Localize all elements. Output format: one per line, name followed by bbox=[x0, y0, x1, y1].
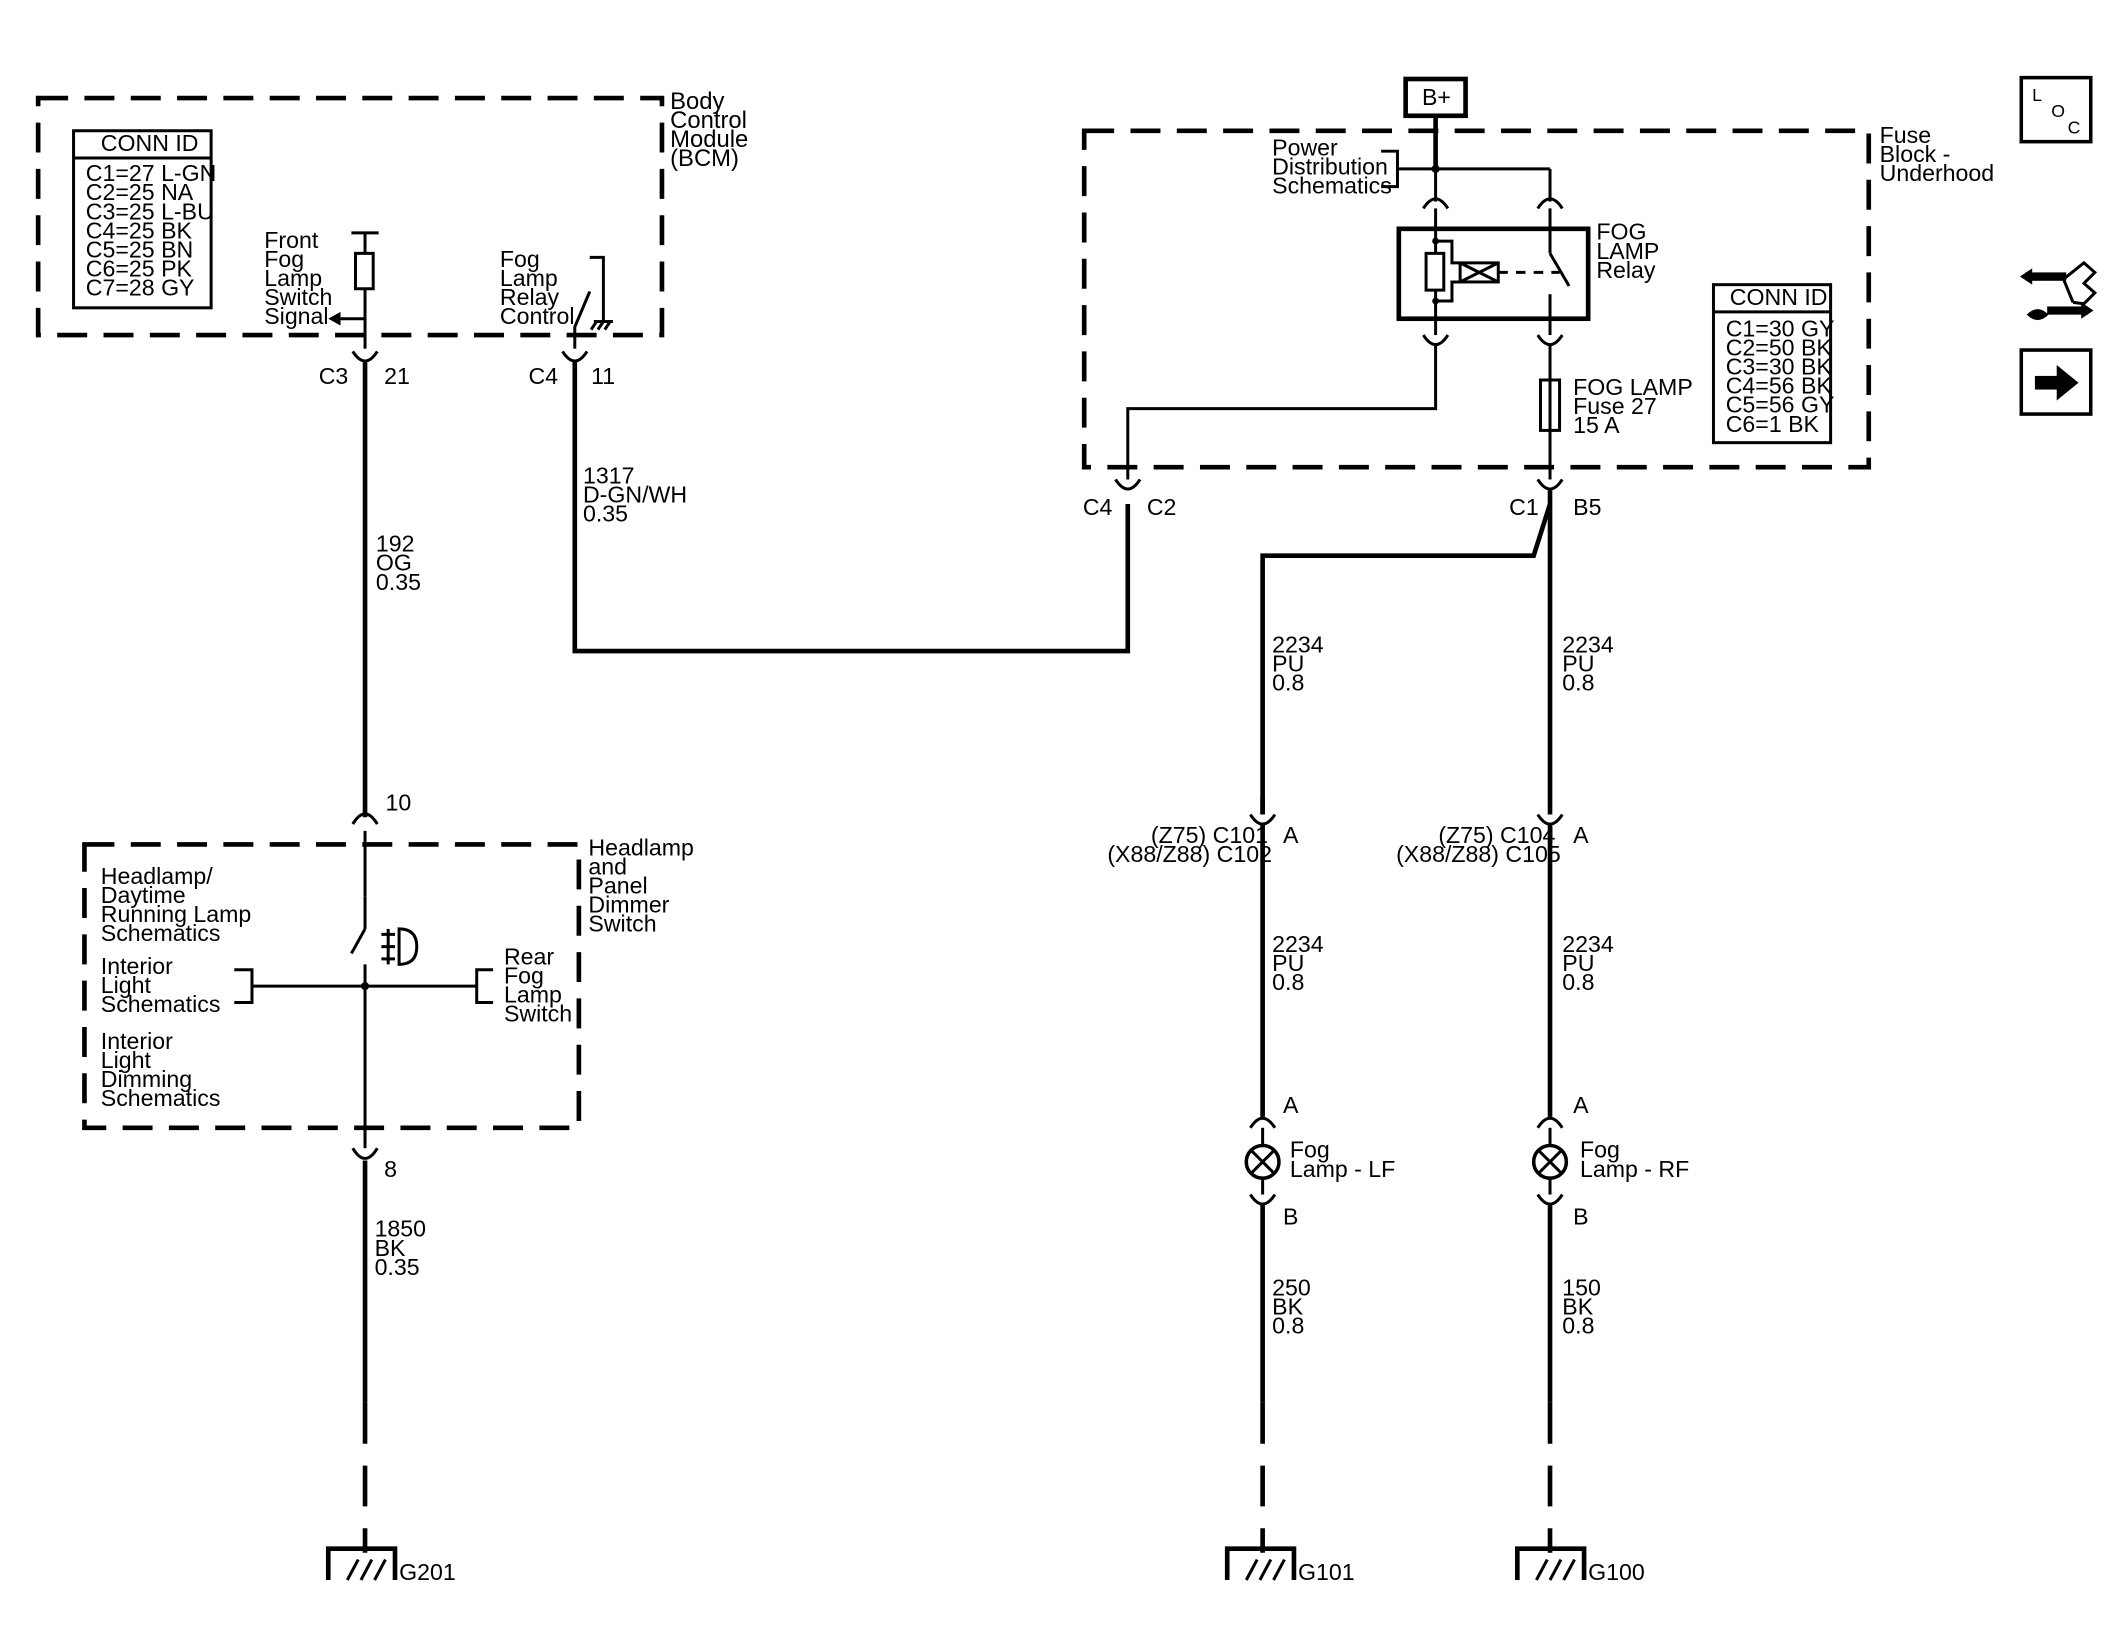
fog-lamp-relay-label: FOG LAMP Relay bbox=[1596, 219, 1665, 283]
switch-pin-8: 8 bbox=[384, 1156, 397, 1182]
svg-text:Front Fog Lamp: Front Fog Lamp Switch Signal bbox=[264, 227, 339, 329]
fuse-block-conn-id-table: CONN ID C1=30 GY C2=50 BK C3=30 BK C4=56… bbox=[1711, 283, 1841, 445]
fog-lamp-lf-bulb-icon bbox=[1244, 1143, 1281, 1180]
svg-text:C1=30 GY C2=50 BK: C1=30 GY C2=50 BK C3=30 BK C4=56 BK C5=5… bbox=[1726, 315, 1841, 436]
lf-connector-label-1: (Z75) C101 bbox=[1151, 822, 1268, 848]
ref-interior-light-schematics: Interior Light Schematics bbox=[101, 953, 221, 1017]
wire-250-label: 250 BK 0.8 bbox=[1272, 1274, 1317, 1338]
headlamp-panel-dimmer-switch: Headlamp and Panel Dimmer Switch Headlam… bbox=[82, 830, 700, 1182]
ground-symbol-g201 bbox=[325, 1546, 398, 1581]
lf-lamp-pin-b: B bbox=[1283, 1203, 1298, 1229]
lf-connector-pin-a: A bbox=[1283, 822, 1299, 848]
ref-interior-dimming-schematics: Interior Light Dimming Schematics bbox=[101, 1028, 221, 1111]
ground-g201-label: G201 bbox=[399, 1559, 456, 1585]
svg-text:C1=27 L-GN C2=25 NA: C1=27 L-GN C2=25 NA C3=25 L-BU C4=25 BK … bbox=[86, 160, 223, 300]
component-locator-icon[interactable] bbox=[2019, 260, 2098, 321]
ref-headlamp-schematics: Headlamp/ Daytime Running Lamp Schematic… bbox=[101, 863, 258, 946]
wire-2234-right-lower: 2234 PU 0.8 bbox=[1562, 931, 1620, 995]
svg-text:O: O bbox=[2051, 101, 2065, 121]
bcm-conn-id-table: CONN ID C1=27 L-GN C2=25 NA C3=25 L-BU C… bbox=[72, 129, 223, 310]
fuse-block-title: Fuse Block - Underhood bbox=[1880, 122, 1995, 186]
svg-text:CONN ID: CONN ID bbox=[101, 130, 199, 156]
svg-text:C: C bbox=[2068, 117, 2081, 137]
bcm-pin-21: 21 bbox=[384, 363, 410, 389]
wire-2234-left-lower: 2234 PU 0.8 bbox=[1272, 931, 1330, 995]
svg-text:CONN ID: CONN ID bbox=[1730, 284, 1828, 310]
arrow-right-icon[interactable] bbox=[2019, 348, 2093, 416]
switch-signal-circuit: 192 OG 0.35 10 bbox=[351, 362, 421, 825]
fog-lamp-fuse-27: FOG LAMP Fuse 27 15 A bbox=[1538, 374, 1699, 438]
fog-lamp-relay: FOG LAMP Relay bbox=[1396, 208, 1665, 336]
fog-lamp-rf-bulb-icon bbox=[1531, 1143, 1569, 1180]
rf-connector-label-2: (X88/Z88) C105 bbox=[1396, 841, 1561, 867]
fuse-block-pin-c4: C4 bbox=[1083, 494, 1113, 520]
fog-lamp-lf-branch: (Z75) C101 (X88/Z88) C102 A 2234 PU 0.8 … bbox=[1107, 796, 1395, 1585]
bcm-title: Body Control Module (BCM) bbox=[670, 88, 755, 172]
ground-g101-label: G101 bbox=[1298, 1559, 1355, 1585]
battery-positive-box: B+ bbox=[1403, 76, 1468, 119]
front-fog-switch-signal: Front Fog Lamp Switch Signal bbox=[264, 227, 379, 349]
fuse-block-underhood: Fuse Block - Underhood B+ Power Distribu… bbox=[1081, 76, 1995, 520]
lf-connector-label-2: (X88/Z88) C102 bbox=[1107, 841, 1272, 867]
bcm-pin-c3: C3 bbox=[319, 363, 349, 389]
bcm-pin-c4: C4 bbox=[528, 363, 558, 389]
svg-text:L: L bbox=[2032, 85, 2042, 105]
wire-1317-label: 1317 D-GN/WH 0.35 bbox=[583, 463, 694, 527]
rear-fog-lamp-switch-ref: Rear Fog Lamp Switch bbox=[504, 943, 572, 1026]
bcm-pin-11: 11 bbox=[591, 363, 615, 389]
relay-control-circuit-1317: 1317 D-GN/WH 0.35 bbox=[572, 362, 1131, 654]
rf-connector-pin-a: A bbox=[1573, 822, 1589, 848]
rf-lamp-pin-a: A bbox=[1573, 1092, 1589, 1118]
fuse-block-pin-c2: C2 bbox=[1147, 494, 1177, 520]
wire-1850-label: 1850 BK 0.35 bbox=[375, 1216, 433, 1280]
power-distribution-ref: Power Distribution Schematics bbox=[1272, 134, 1394, 198]
fog-lamp-rf-label: Fog Lamp - RF bbox=[1580, 1137, 1689, 1182]
wire-192-label: 192 OG 0.35 bbox=[376, 531, 421, 595]
switch-title: Headlamp and Panel Dimmer Switch bbox=[588, 834, 700, 936]
rf-connector-label-1: (Z75) C104 bbox=[1438, 822, 1555, 848]
fuse-block-pin-b5: B5 bbox=[1573, 494, 1601, 520]
lf-lamp-pin-a: A bbox=[1283, 1092, 1299, 1118]
wire-2234-right-upper: 2234 PU 0.8 bbox=[1562, 631, 1620, 695]
ground-symbol-g100 bbox=[1515, 1546, 1587, 1581]
svg-text:B+: B+ bbox=[1422, 84, 1451, 110]
fog-lamp-relay-control: Fog Lamp Relay Control bbox=[500, 246, 613, 349]
fog-lamp-rf-branch: (Z75) C104 (X88/Z88) C105 A 2234 PU 0.8 … bbox=[1396, 813, 1689, 1585]
rf-lamp-pin-b: B bbox=[1573, 1203, 1588, 1229]
ground-symbol-g101 bbox=[1224, 1546, 1297, 1581]
fuse-block-pin-c1: C1 bbox=[1509, 494, 1539, 520]
wire-150-label: 150 BK 0.8 bbox=[1562, 1274, 1607, 1338]
body-control-module: Body Control Module (BCM) CONN ID C1=27 … bbox=[35, 88, 755, 389]
fog-lamp-indicator-icon bbox=[381, 927, 419, 966]
fog-lamp-lf-label: Fog Lamp - LF bbox=[1290, 1137, 1395, 1182]
ground-g100-label: G100 bbox=[1588, 1559, 1645, 1585]
fog-lamp-feed-circuit: 2234 PU 0.8 2234 PU 0.8 bbox=[1260, 490, 1620, 815]
svg-text:Fog Lamp Relay: Fog Lamp Relay Control bbox=[500, 246, 575, 329]
ground-circuit-g201: 1850 BK 0.35 G201 bbox=[325, 1160, 456, 1585]
wire-2234-left-upper: 2234 PU 0.8 bbox=[1272, 631, 1330, 695]
fuse-label: FOG LAMP Fuse 27 15 A bbox=[1573, 374, 1699, 438]
switch-pin-10: 10 bbox=[385, 789, 411, 815]
loc-icon[interactable]: L O C bbox=[2019, 75, 2093, 144]
